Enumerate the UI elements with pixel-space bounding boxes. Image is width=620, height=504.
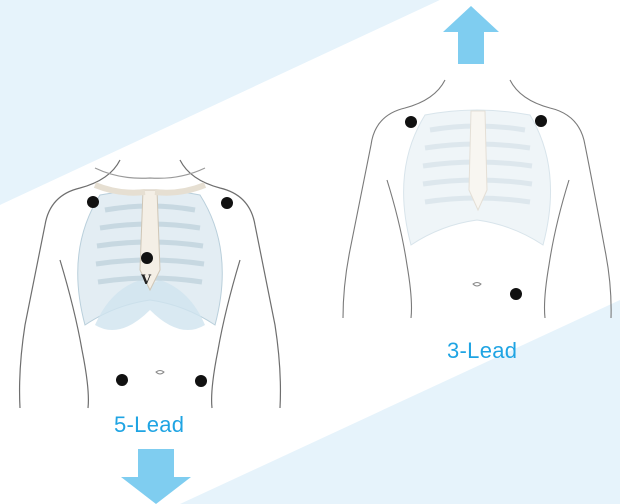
electrode-icon (87, 196, 99, 208)
electrode-label-v: V (140, 273, 152, 288)
navel (156, 371, 164, 375)
three-lead-caption: 3-Lead (447, 340, 517, 362)
navel (473, 283, 481, 287)
electrode-icon (221, 197, 233, 209)
rib-cage (404, 110, 551, 245)
electrode-icon (510, 288, 522, 300)
five-lead-diagram: V (0, 150, 300, 410)
arrow-up-icon (443, 6, 499, 64)
electrode-icon (195, 375, 207, 387)
five-lead-caption: 5-Lead (114, 414, 184, 436)
arrow-down-icon (121, 449, 191, 504)
electrode-icon (141, 252, 153, 264)
three-lead-diagram (335, 75, 620, 320)
electrode-icon (535, 115, 547, 127)
electrode-icon (405, 116, 417, 128)
electrode-icon (116, 374, 128, 386)
